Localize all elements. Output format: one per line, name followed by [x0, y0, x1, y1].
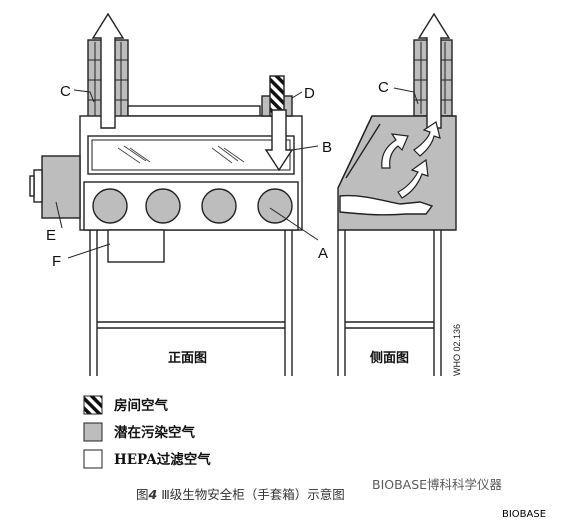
legend-swatch-contaminated [83, 422, 103, 442]
glove-port-3 [201, 188, 237, 224]
room-air-arrow [264, 109, 294, 172]
circulation-arrow-1 [381, 133, 409, 169]
watermark: BIOBASE博科科学仪器 [372, 477, 503, 492]
legend-label-contaminated: 潜在污染空气 [114, 424, 195, 441]
label-e: E [46, 227, 56, 244]
legend-swatch-hatched [83, 395, 103, 415]
who-code: WHO 02.136 [452, 324, 462, 376]
legend-label-filtered: HEPA过滤空气 [114, 451, 211, 468]
circulation-arrow-2 [413, 121, 441, 157]
figure-title-number: 4 [148, 487, 158, 502]
label-a: A [318, 245, 328, 262]
caption-front: 正面图 [168, 351, 207, 366]
brand: BIOBASE [502, 509, 546, 520]
label-c-side: C [378, 79, 389, 96]
label-b: B [322, 139, 332, 156]
glove-arm [339, 194, 434, 216]
side-exhaust-arrow [417, 12, 451, 129]
label-f: F [52, 253, 61, 270]
caption-side: 侧面图 [370, 350, 409, 366]
box-f [107, 229, 165, 263]
front-view [29, 39, 303, 376]
glove-port-1 [92, 188, 128, 224]
side-port-e [41, 155, 81, 219]
label-c-front: C [60, 83, 71, 100]
glove-port-2 [145, 188, 181, 224]
front-exhaust-arrow [91, 12, 125, 129]
legend-swatch-filtered [83, 449, 103, 469]
label-d: D [304, 85, 315, 102]
leader-lines [55, 87, 419, 259]
legend: 房间空气 潜在污染空气 HEPA过滤空气 [83, 395, 211, 469]
legend-label-room-air: 房间空气 [114, 397, 168, 414]
circulation-arrow-3 [397, 158, 429, 199]
figure-title: 图4 Ⅲ级生物安全柜（手套箱）示意图 [136, 487, 345, 502]
figure-title-text: Ⅲ级生物安全柜（手套箱）示意图 [157, 487, 345, 502]
figure-title-prefix: 图 [136, 487, 149, 502]
glove-port-4 [257, 188, 293, 224]
